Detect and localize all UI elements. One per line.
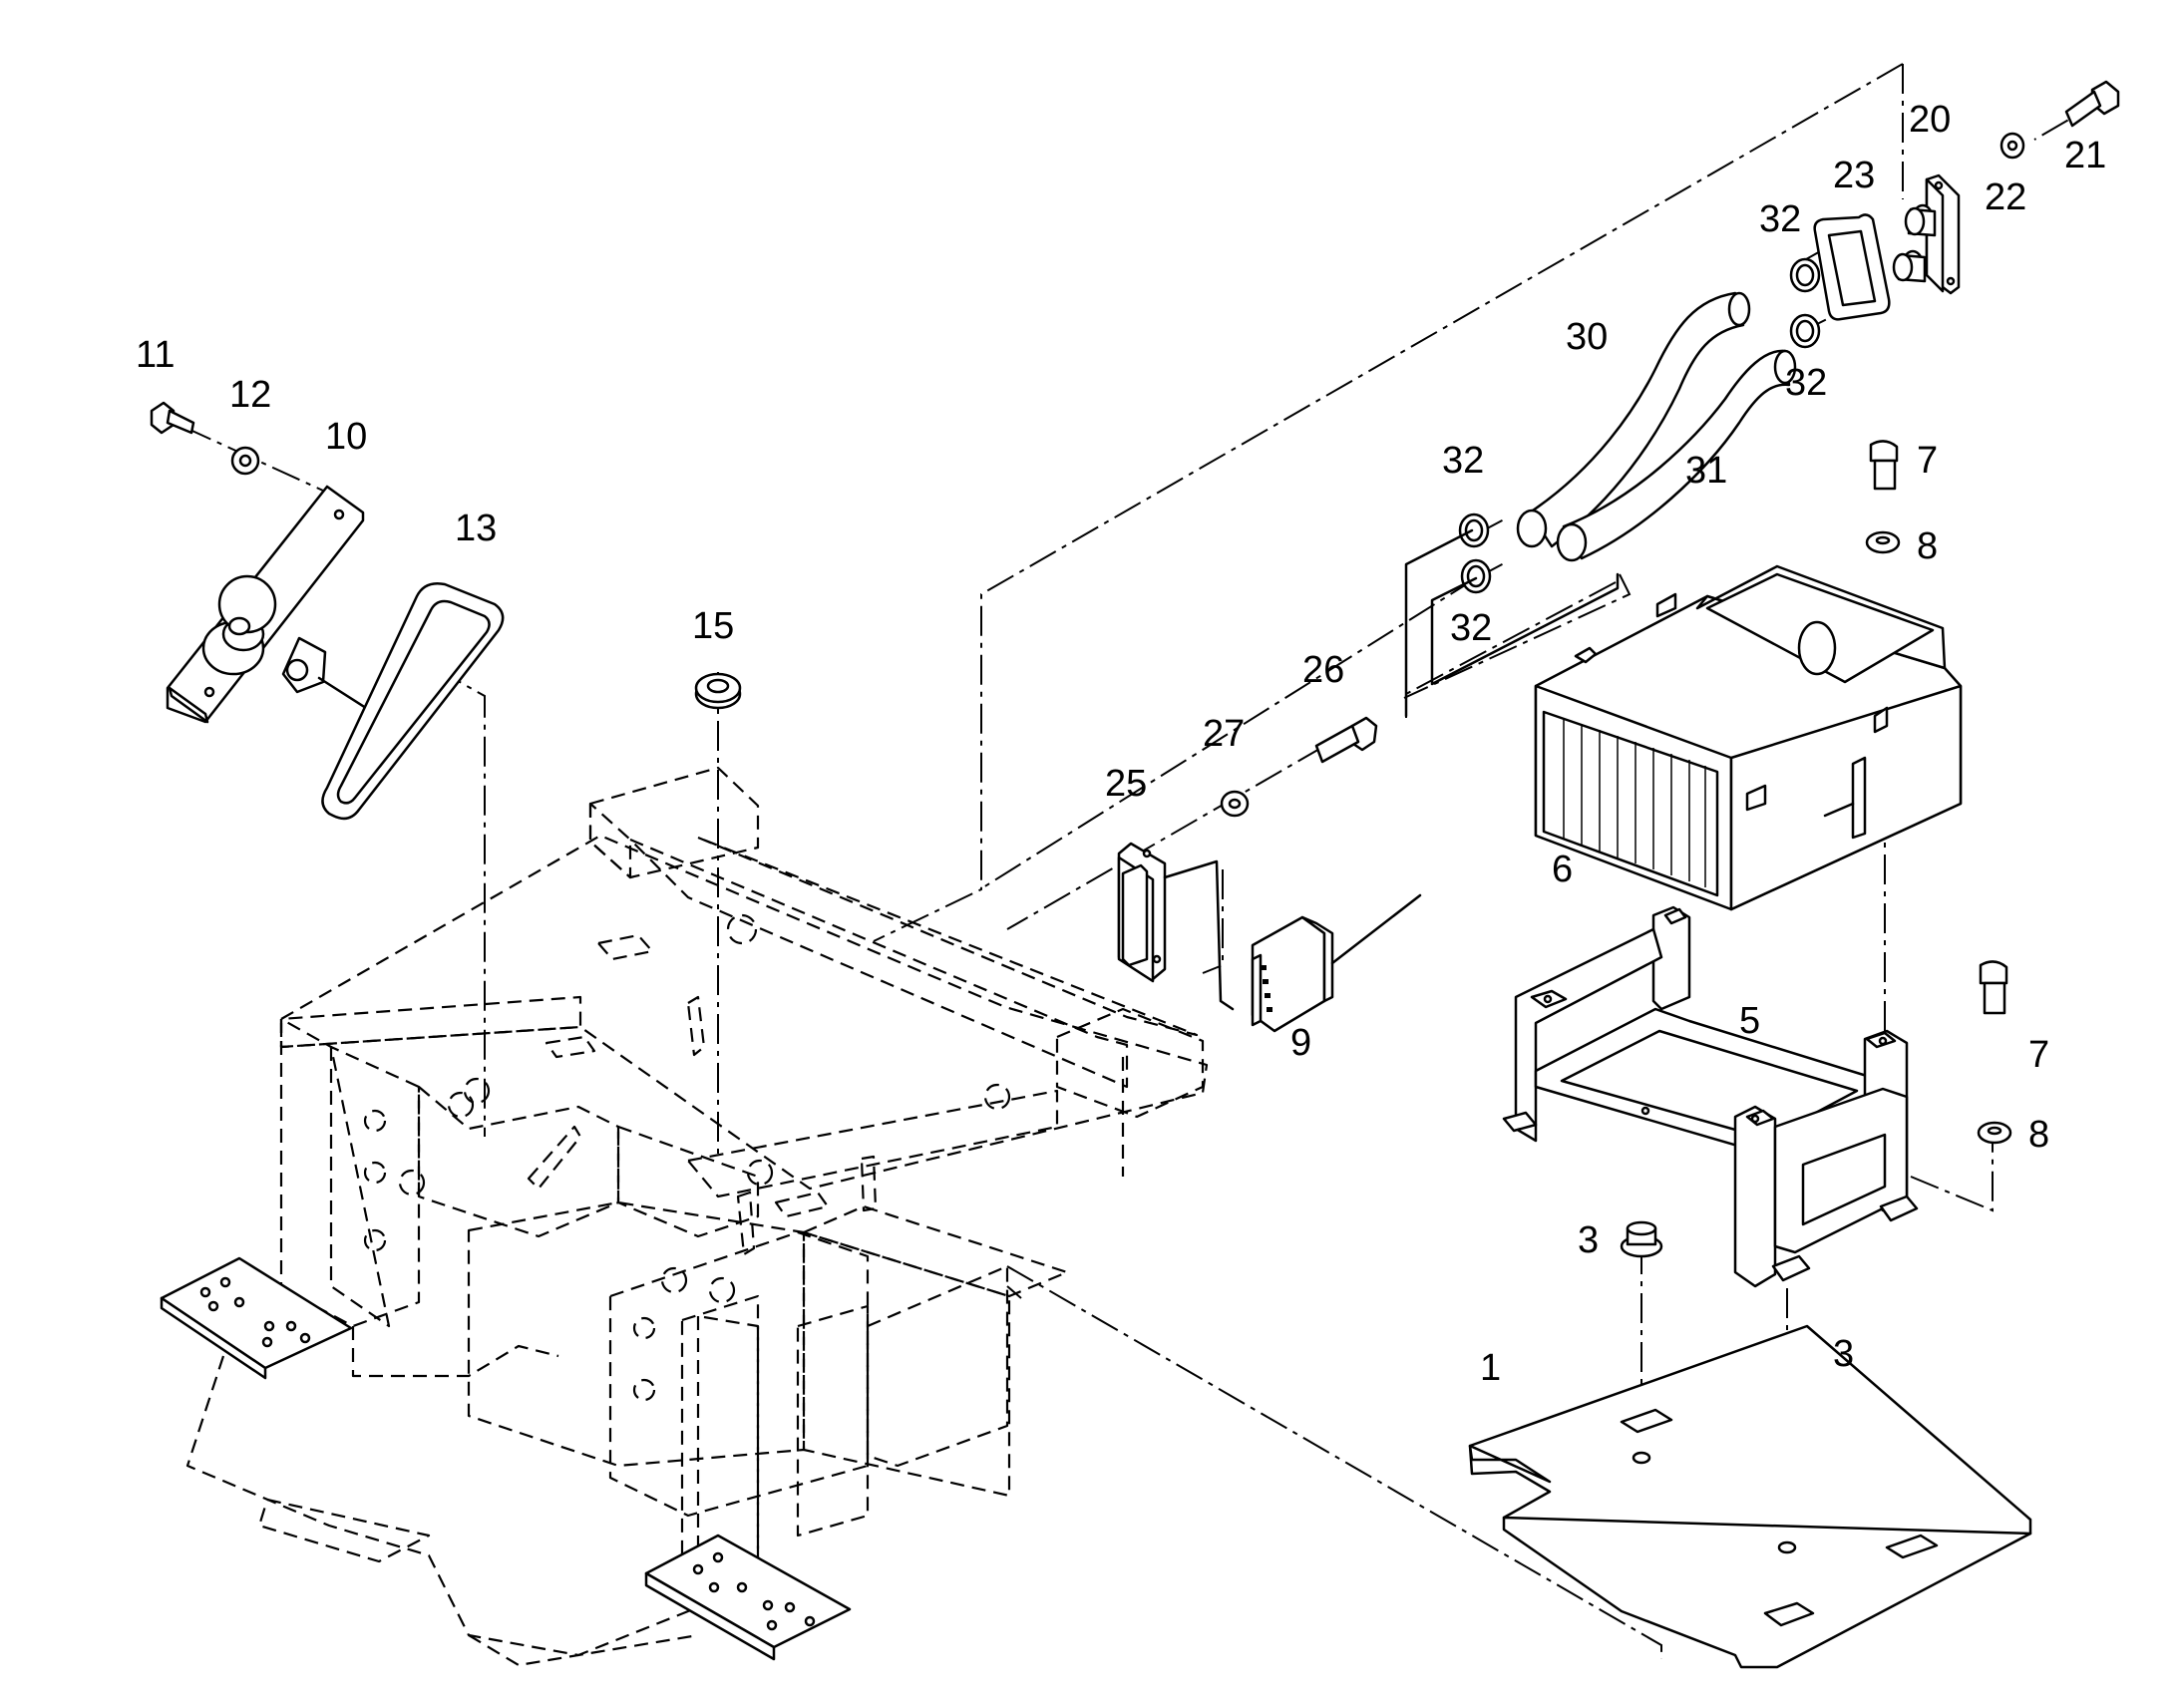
part-20-flange (1892, 173, 1961, 295)
part-25-socket (1117, 842, 1235, 1011)
callout-32-right: 32 (1785, 362, 1827, 404)
part-9-connector (1251, 893, 1422, 1033)
callout-11: 11 (136, 334, 175, 376)
callout-25: 25 (1105, 763, 1147, 805)
part-30-31-hoses (1516, 291, 1797, 562)
part-15-grommet (694, 672, 742, 710)
callout-8-bottom: 8 (2028, 1114, 2049, 1156)
part-5-bracket (1502, 905, 1919, 1288)
callout-21: 21 (2064, 135, 2106, 176)
part-7-bolts (1869, 440, 2008, 1015)
part-27-washer (1220, 790, 1250, 818)
callout-labels: 11 12 10 13 15 26 27 25 9 20 21 22 23 32… (136, 99, 2106, 1389)
callout-23: 23 (1833, 155, 1875, 196)
callout-7-top: 7 (1917, 440, 1938, 482)
part-23-gasket (1813, 213, 1891, 321)
callout-13: 13 (455, 508, 497, 549)
callout-5: 5 (1739, 1000, 1760, 1042)
callout-3-left: 3 (1578, 1219, 1599, 1261)
callout-27: 27 (1203, 713, 1245, 755)
callout-30: 30 (1566, 316, 1608, 358)
part-8-washers (1865, 530, 2012, 1145)
callout-7-bottom: 7 (2028, 1034, 2049, 1076)
part-1-floor-plate (1468, 1324, 2032, 1669)
left-foot-plate (160, 1256, 353, 1380)
callout-1: 1 (1480, 1347, 1501, 1389)
callout-31: 31 (1685, 450, 1727, 492)
callout-3-right: 3 (1833, 1333, 1854, 1375)
part-26-bolt (1314, 716, 1378, 764)
callout-10: 10 (325, 416, 367, 458)
part-12-washer (230, 446, 260, 476)
callout-32-left: 32 (1442, 440, 1484, 482)
machine-frame (185, 766, 1209, 1667)
callout-12: 12 (229, 374, 271, 416)
part-22-washer (1999, 132, 2025, 160)
callout-22: 22 (1985, 176, 2026, 218)
callout-9: 9 (1290, 1022, 1311, 1064)
callout-15: 15 (692, 605, 734, 647)
part-21-bolt (2064, 80, 2120, 128)
callout-32-top: 32 (1759, 198, 1801, 240)
callout-8-top: 8 (1917, 525, 1938, 567)
callout-20: 20 (1909, 99, 1951, 141)
callout-32-lower: 32 (1450, 607, 1492, 649)
part-11-bolt (150, 401, 195, 435)
part-13-gasket (321, 582, 505, 821)
part-32-clamps (1458, 257, 1821, 594)
part-6-heater-unit (1534, 564, 1963, 911)
callout-26: 26 (1302, 649, 1344, 691)
callout-6: 6 (1552, 849, 1573, 890)
part-10-mounting-plate (166, 485, 393, 726)
front-foot-plate (644, 1534, 852, 1661)
